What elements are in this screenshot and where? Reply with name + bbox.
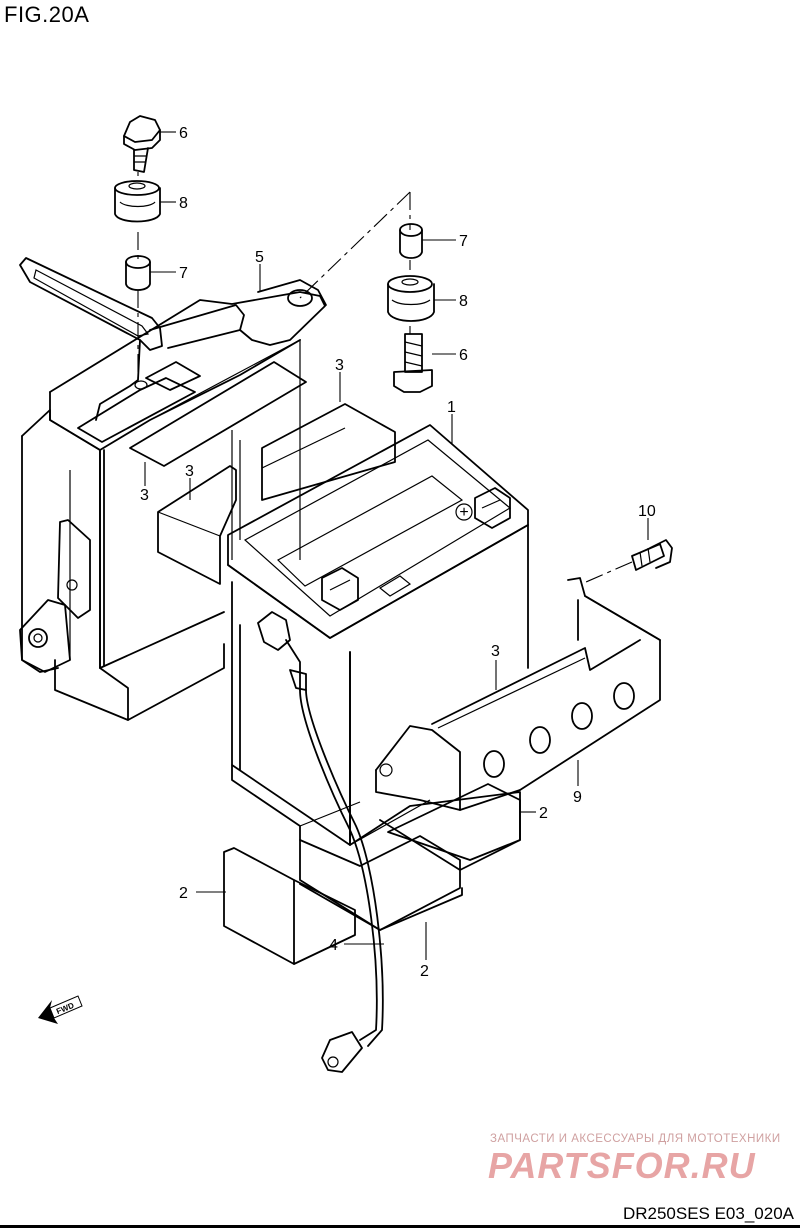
alignment-lines <box>137 172 633 583</box>
grommet-upper <box>114 180 161 223</box>
label-1: 1 <box>447 399 456 416</box>
terminal-plus-symbol: + <box>459 504 468 521</box>
watermark-logo: PARTSFOR.RU <box>488 1145 756 1186</box>
cushion-pads <box>129 361 396 585</box>
label-9: 9 <box>573 789 582 806</box>
label-6-lower: 6 <box>459 347 468 364</box>
diagram-code: DR250SES E03_020A <box>622 1204 794 1223</box>
label-2-bottom: 2 <box>420 963 429 980</box>
label-7-left: 7 <box>179 265 188 282</box>
label-3-top: 3 <box>335 357 344 374</box>
label-3-left: 3 <box>140 487 149 504</box>
lower-bracket <box>375 577 661 811</box>
label-2-right: 2 <box>539 805 548 822</box>
label-3-right: 3 <box>491 643 500 660</box>
grommet-lower <box>387 275 435 322</box>
bottom-border <box>0 1225 800 1228</box>
label-6-upper: 6 <box>179 125 188 142</box>
battery-holder-case <box>19 257 327 721</box>
bolt-lower <box>393 333 433 393</box>
label-7-right: 7 <box>459 233 468 250</box>
leader-lines <box>144 131 649 960</box>
fwd-label: FWD <box>55 1001 75 1016</box>
spacer-pads <box>223 783 521 965</box>
label-10: 10 <box>638 503 656 520</box>
collar-left <box>125 255 151 291</box>
label-3-mid: 3 <box>185 463 194 480</box>
part-number-labels: 6 8 7 5 7 8 6 3 1 3 3 10 3 9 2 2 4 2 <box>140 125 656 980</box>
bolt-bracket <box>631 539 673 571</box>
label-8-lower: 8 <box>459 293 468 310</box>
label-5: 5 <box>255 249 264 266</box>
watermark-tagline: ЗАПЧАСТИ И АКСЕССУАРЫ ДЛЯ МОТОТЕХНИКИ <box>490 1133 781 1145</box>
figure-title: FIG.20A <box>4 2 90 27</box>
label-2-left: 2 <box>179 885 188 902</box>
forward-direction-arrow: FWD <box>38 995 83 1024</box>
label-8-upper: 8 <box>179 195 188 212</box>
label-4: 4 <box>329 937 338 954</box>
collar-right <box>399 223 423 259</box>
battery: + <box>227 424 529 846</box>
bolt-upper <box>123 115 161 173</box>
battery-cable <box>257 611 384 1073</box>
